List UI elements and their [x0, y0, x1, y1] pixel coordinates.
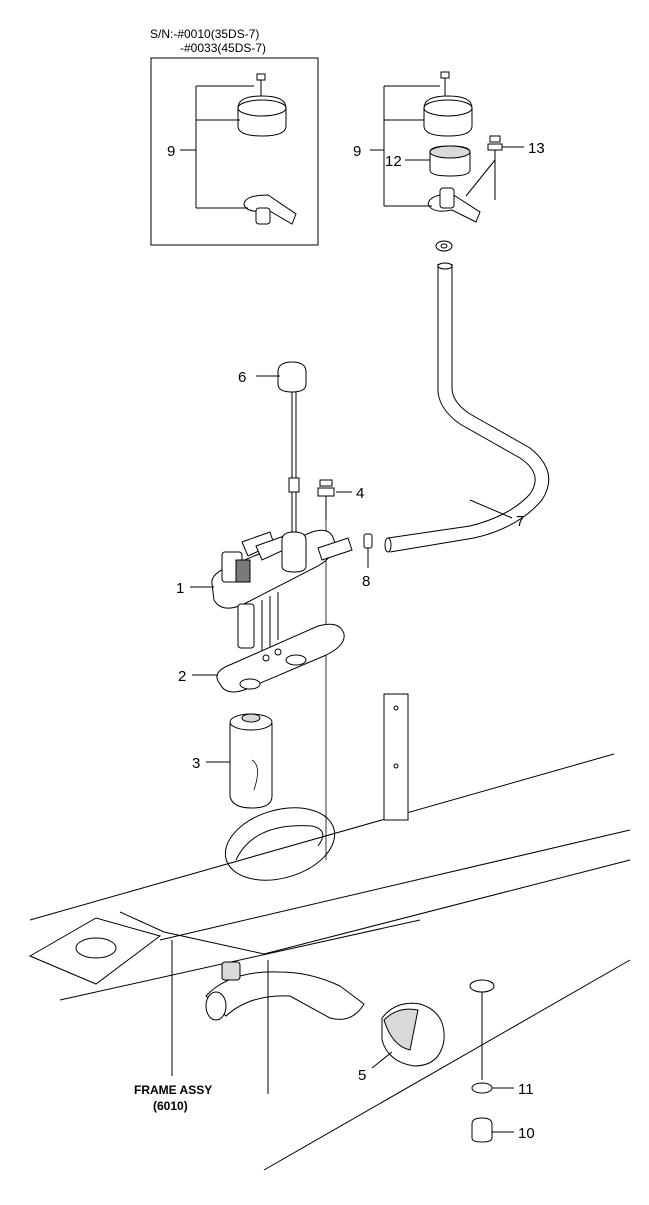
- callout-5-group: 5: [358, 1051, 393, 1084]
- gasket: [216, 623, 345, 693]
- serial-note-line2: -#0033(45DS-7): [180, 41, 266, 55]
- inset-callout-9: 9: [167, 85, 254, 209]
- bolt: 4: [317, 479, 364, 860]
- frame-body: [28, 693, 631, 1171]
- serial-note-line1: S/N:-#0010(35DS-7): [150, 27, 259, 41]
- callout-3: 3: [192, 755, 200, 772]
- callout-9-inset: 9: [167, 143, 175, 160]
- breather-callouts: 9 12 13: [353, 85, 545, 207]
- strainer-filter: [229, 713, 273, 809]
- callout-1: 1: [176, 580, 184, 597]
- drain-plug-parts: 11 10: [469, 979, 535, 1143]
- fuel-sender-unit: [211, 529, 353, 660]
- callout-12: 12: [385, 153, 402, 170]
- callout-6: 6: [238, 369, 246, 386]
- callout-11: 11: [518, 1081, 534, 1098]
- callout-10: 10: [518, 1125, 535, 1142]
- hose-clamp: 8: [362, 533, 373, 590]
- callout-9-main: 9: [353, 143, 361, 160]
- breather-assembly: [423, 71, 503, 252]
- callout-8: 8: [362, 573, 370, 590]
- callout-2: 2: [178, 668, 186, 685]
- frame-assy-ref: (6010): [153, 1099, 188, 1113]
- callout-2-group: 2: [178, 668, 218, 685]
- callout-7-group: 7: [469, 499, 524, 530]
- callout-7: 7: [516, 513, 524, 530]
- drain-cap: [381, 1002, 445, 1067]
- callout-5: 5: [358, 1067, 366, 1084]
- callout-6-group: 6: [238, 369, 280, 386]
- hose: [384, 262, 550, 553]
- frame-assy-label: FRAME ASSY: [134, 1083, 212, 1097]
- callout-1-group: 1: [176, 580, 214, 597]
- inset-box: [150, 57, 319, 246]
- callout-3-group: 3: [192, 755, 230, 772]
- callout-13: 13: [528, 140, 545, 157]
- dipstick: [277, 361, 307, 540]
- inset-breather-parts: [237, 73, 297, 225]
- callout-4: 4: [356, 485, 364, 502]
